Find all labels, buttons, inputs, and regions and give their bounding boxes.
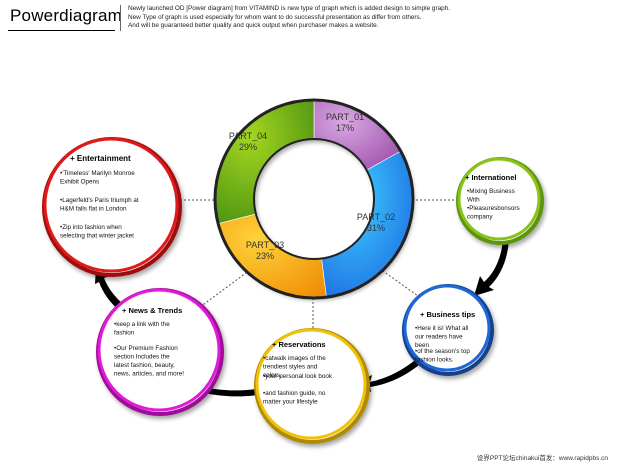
- plus-icon: +: [70, 154, 77, 163]
- circle-title: News & Trends: [128, 306, 182, 315]
- entertainment-circle: + Entertainment •'Timeless' Marilyn Monr…: [42, 137, 182, 277]
- description-line: And will be guaranteed better quality an…: [128, 22, 379, 30]
- plus-icon: +: [272, 340, 278, 349]
- part-percent: 31%: [367, 223, 385, 233]
- part-label: PART_03: [246, 240, 284, 250]
- part-label: PART_01: [326, 112, 364, 122]
- header-description: Newly launched OD [Power diagram] from V…: [128, 5, 608, 31]
- description-line: New Type of graph is used especially for…: [128, 13, 422, 21]
- plus-icon: +: [420, 310, 426, 319]
- svg-text:+ Internationel: + Internationel: [465, 173, 516, 182]
- plus-icon: +: [465, 173, 471, 182]
- footer-credit: 设界PPT论坛chinakui首发：www.rapidpbs.cn: [476, 455, 608, 462]
- donut-inner-edge: [253, 138, 375, 260]
- svg-text:+ Reservations: + Reservations: [272, 340, 326, 349]
- circle-title: Internationel: [471, 173, 516, 182]
- bullet-item: •your personal look book: [263, 373, 333, 380]
- arrow-business-to-reservations: [354, 356, 425, 392]
- header-divider: [120, 5, 121, 31]
- circle-title: Business tips: [426, 310, 475, 319]
- connector-news: [195, 269, 251, 311]
- svg-text:+ Business tips: + Business tips: [420, 310, 475, 319]
- part-label: PART_04: [229, 131, 267, 141]
- donut-outer-edge: [213, 98, 415, 300]
- description-line: Newly launched OD [Power diagram] from V…: [128, 5, 451, 12]
- part-percent: 17%: [336, 123, 354, 133]
- title-underline: [8, 30, 115, 31]
- plus-icon: +: [122, 306, 128, 315]
- part-percent: 29%: [239, 142, 257, 152]
- circle-title: Reservations: [278, 340, 325, 349]
- svg-text:+ News & Trends: + News & Trends: [122, 306, 182, 315]
- page-title: Powerdiagram: [10, 6, 123, 25]
- circle-title: Entertainment: [77, 154, 131, 163]
- donut-segment: [215, 100, 315, 224]
- donut-labels: PART_01 17% PART_02 31% PART_03 23% PART…: [229, 112, 395, 261]
- part-label: PART_02: [357, 212, 395, 222]
- header: Powerdiagram Newly launched OD [Power di…: [0, 0, 620, 36]
- part-percent: 23%: [256, 251, 274, 261]
- arrow-news-to-entertainment: [95, 266, 124, 311]
- svg-text:+ Entertainment: + Entertainment: [70, 154, 131, 163]
